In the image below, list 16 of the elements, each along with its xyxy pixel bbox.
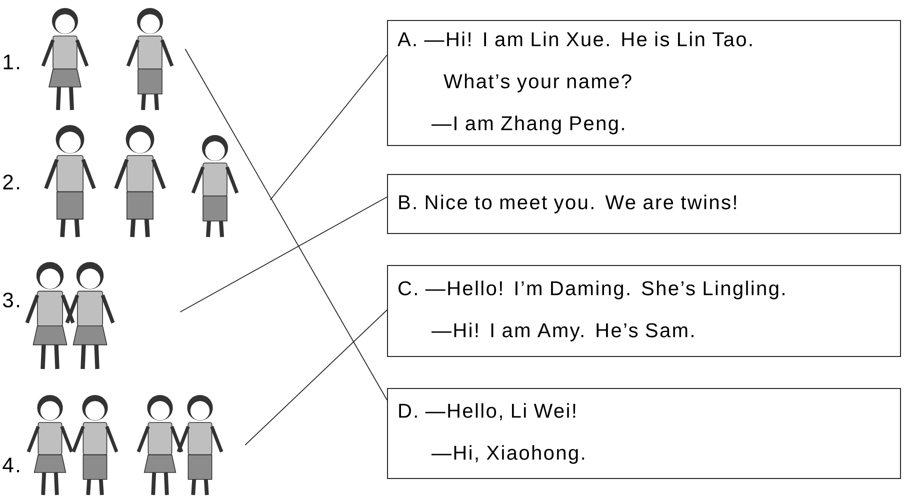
matching-line <box>270 54 388 200</box>
item-number: 3. <box>3 292 20 308</box>
matching-line <box>244 310 388 446</box>
answer-box: D. —Hello, Li Wei! —Hi, Xiaohong. <box>387 388 901 479</box>
matching-line <box>180 196 388 312</box>
children-drawing <box>44 125 239 240</box>
item-number: 2. <box>3 174 20 190</box>
answer-box: C. —Hello! I’m Daming. She’s Lingling. —Hi! I am Amy. He’s Sam. <box>387 265 901 357</box>
answer-box: A. —Hi! I am Lin Xue. He is Lin Tao. What’s your name? —I am Zhang Peng. <box>387 20 901 146</box>
item-number: 4. <box>2 458 20 472</box>
item-number: 1. <box>4 54 20 70</box>
matching-line <box>184 48 388 400</box>
children-drawing <box>41 8 174 112</box>
children-drawing <box>25 262 115 372</box>
children-drawing <box>26 395 224 497</box>
answer-box: B. Nice to meet you. We are twins! <box>387 174 901 234</box>
